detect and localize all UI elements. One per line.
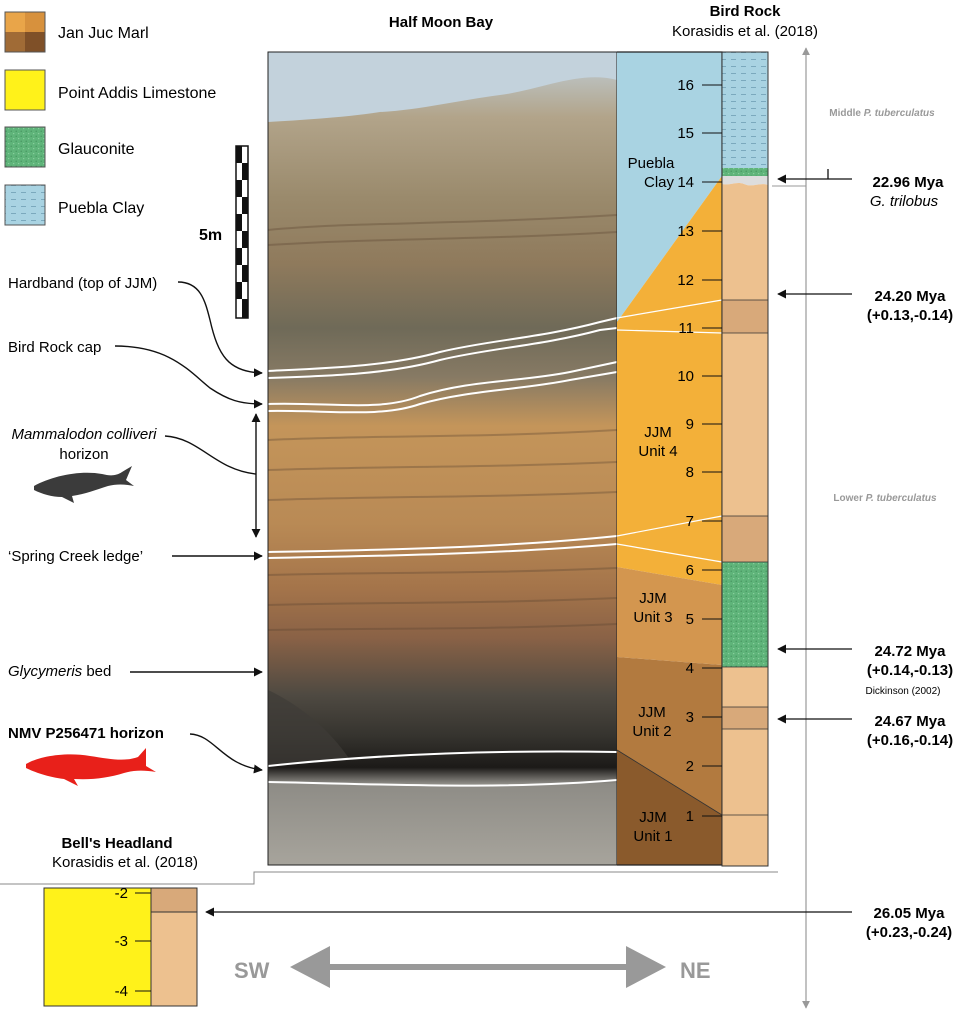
label-spring-creek: ‘Spring Creek ledge’ xyxy=(8,548,143,565)
tick-8: 8 xyxy=(686,464,694,481)
tick-6: 6 xyxy=(686,562,694,579)
title-half-moon-bay: Half Moon Bay xyxy=(389,14,494,31)
bells-tick-m3: -3 xyxy=(115,933,128,950)
tick-16: 16 xyxy=(677,77,694,94)
tick-5: 5 xyxy=(686,611,694,628)
unit-4-line1: JJM xyxy=(644,424,672,441)
age-3-sub: (+0.14,-0.13) xyxy=(867,662,953,679)
tick-13: 13 xyxy=(677,223,694,240)
tick-3: 3 xyxy=(686,709,694,726)
age-3-ref: Dickinson (2002) xyxy=(865,686,940,697)
label-hardband: Hardband (top of JJM) xyxy=(8,275,157,292)
direction-arrow xyxy=(290,946,666,988)
unit-4-line2: Unit 4 xyxy=(638,443,677,460)
age-1-main: 22.96 Mya xyxy=(873,174,945,191)
mammalodon-whale-icon xyxy=(34,466,134,503)
scale-bar-label: 5m xyxy=(199,227,222,244)
tick-7: 7 xyxy=(686,513,694,530)
nmv-whale-icon xyxy=(26,748,156,786)
label-nmv: NMV P256471 horizon xyxy=(8,725,164,742)
age-2-main: 24.20 Mya xyxy=(875,288,947,305)
direction-sw: SW xyxy=(234,958,270,983)
tick-4: 4 xyxy=(686,660,694,677)
tick-10: 10 xyxy=(677,368,694,385)
unit-puebla-1: Puebla xyxy=(628,155,675,172)
legend: Jan Juc Marl Point Addis Limestone Glauc… xyxy=(4,11,216,226)
tick-2: 2 xyxy=(686,758,694,775)
tick-15: 15 xyxy=(677,125,694,142)
correlation-panel xyxy=(616,51,723,866)
legend-swatch-point-addis xyxy=(4,69,46,111)
legend-label-puebla-clay: Puebla Clay xyxy=(58,200,144,217)
zone-lower: Lower P. tuberculatus xyxy=(833,493,937,504)
horizon-arrows xyxy=(114,281,263,774)
column-ticks xyxy=(702,84,722,817)
unit-3-line1: JJM xyxy=(639,590,667,607)
unit-2-line2: Unit 2 xyxy=(632,723,671,740)
title-bells: Bell's Headland xyxy=(61,835,172,852)
column-tick-labels: 1 2 3 4 5 6 7 8 9 10 11 12 13 14 15 16 xyxy=(677,77,694,825)
legend-label-jan-juc: Jan Juc Marl xyxy=(58,25,149,42)
age-2-sub: (+0.13,-0.14) xyxy=(867,307,953,324)
label-bird-rock-cap: Bird Rock cap xyxy=(8,339,101,356)
legend-label-glauconite: Glauconite xyxy=(58,141,135,158)
scale-bar xyxy=(235,145,249,319)
label-mammalodon-name: Mammalodon colliveri xyxy=(11,426,157,443)
tick-1: 1 xyxy=(686,808,694,825)
label-mammalodon-horizon: horizon xyxy=(59,446,108,463)
tick-9: 9 xyxy=(686,416,694,433)
title-bird-rock-ref: Korasidis et al. (2018) xyxy=(672,23,818,40)
bells-tick-m2: -2 xyxy=(115,885,128,902)
bells-leader-line xyxy=(0,871,778,885)
legend-swatch-glauconite xyxy=(4,126,46,168)
title-bird-rock: Bird Rock xyxy=(710,3,782,20)
unit-3-line2: Unit 3 xyxy=(633,609,672,626)
age-1-sub: G. trilobus xyxy=(870,193,939,210)
zone-middle: Middle P. tuberculatus xyxy=(829,108,935,119)
bells-tick-m4: -4 xyxy=(115,983,128,1000)
bells-column xyxy=(43,887,198,1007)
legend-swatch-jan-juc-marl xyxy=(4,11,46,53)
age-5-main: 26.05 Mya xyxy=(874,905,946,922)
label-glycymeris: Glycymeris bed xyxy=(8,663,111,680)
unit-1-line2: Unit 1 xyxy=(633,828,672,845)
cliff-photo xyxy=(267,51,618,866)
age-5-sub: (+0.23,-0.24) xyxy=(866,924,952,941)
age-4-main: 24.67 Mya xyxy=(875,713,947,730)
age-3-main: 24.72 Mya xyxy=(875,643,947,660)
tick-12: 12 xyxy=(677,272,694,289)
age-arrows xyxy=(205,169,852,917)
legend-swatch-puebla-clay xyxy=(4,184,46,226)
unit-1-line1: JJM xyxy=(639,809,667,826)
unit-2-line1: JJM xyxy=(638,704,666,721)
unit-puebla-2: Clay xyxy=(644,174,675,191)
direction-ne: NE xyxy=(680,958,711,983)
bird-rock-column xyxy=(721,51,769,867)
legend-label-point-addis: Point Addis Limestone xyxy=(58,85,216,102)
age-4-sub: (+0.16,-0.14) xyxy=(867,732,953,749)
title-bells-ref: Korasidis et al. (2018) xyxy=(52,854,198,871)
tick-11: 11 xyxy=(678,320,694,337)
tick-14: 14 xyxy=(677,174,694,191)
